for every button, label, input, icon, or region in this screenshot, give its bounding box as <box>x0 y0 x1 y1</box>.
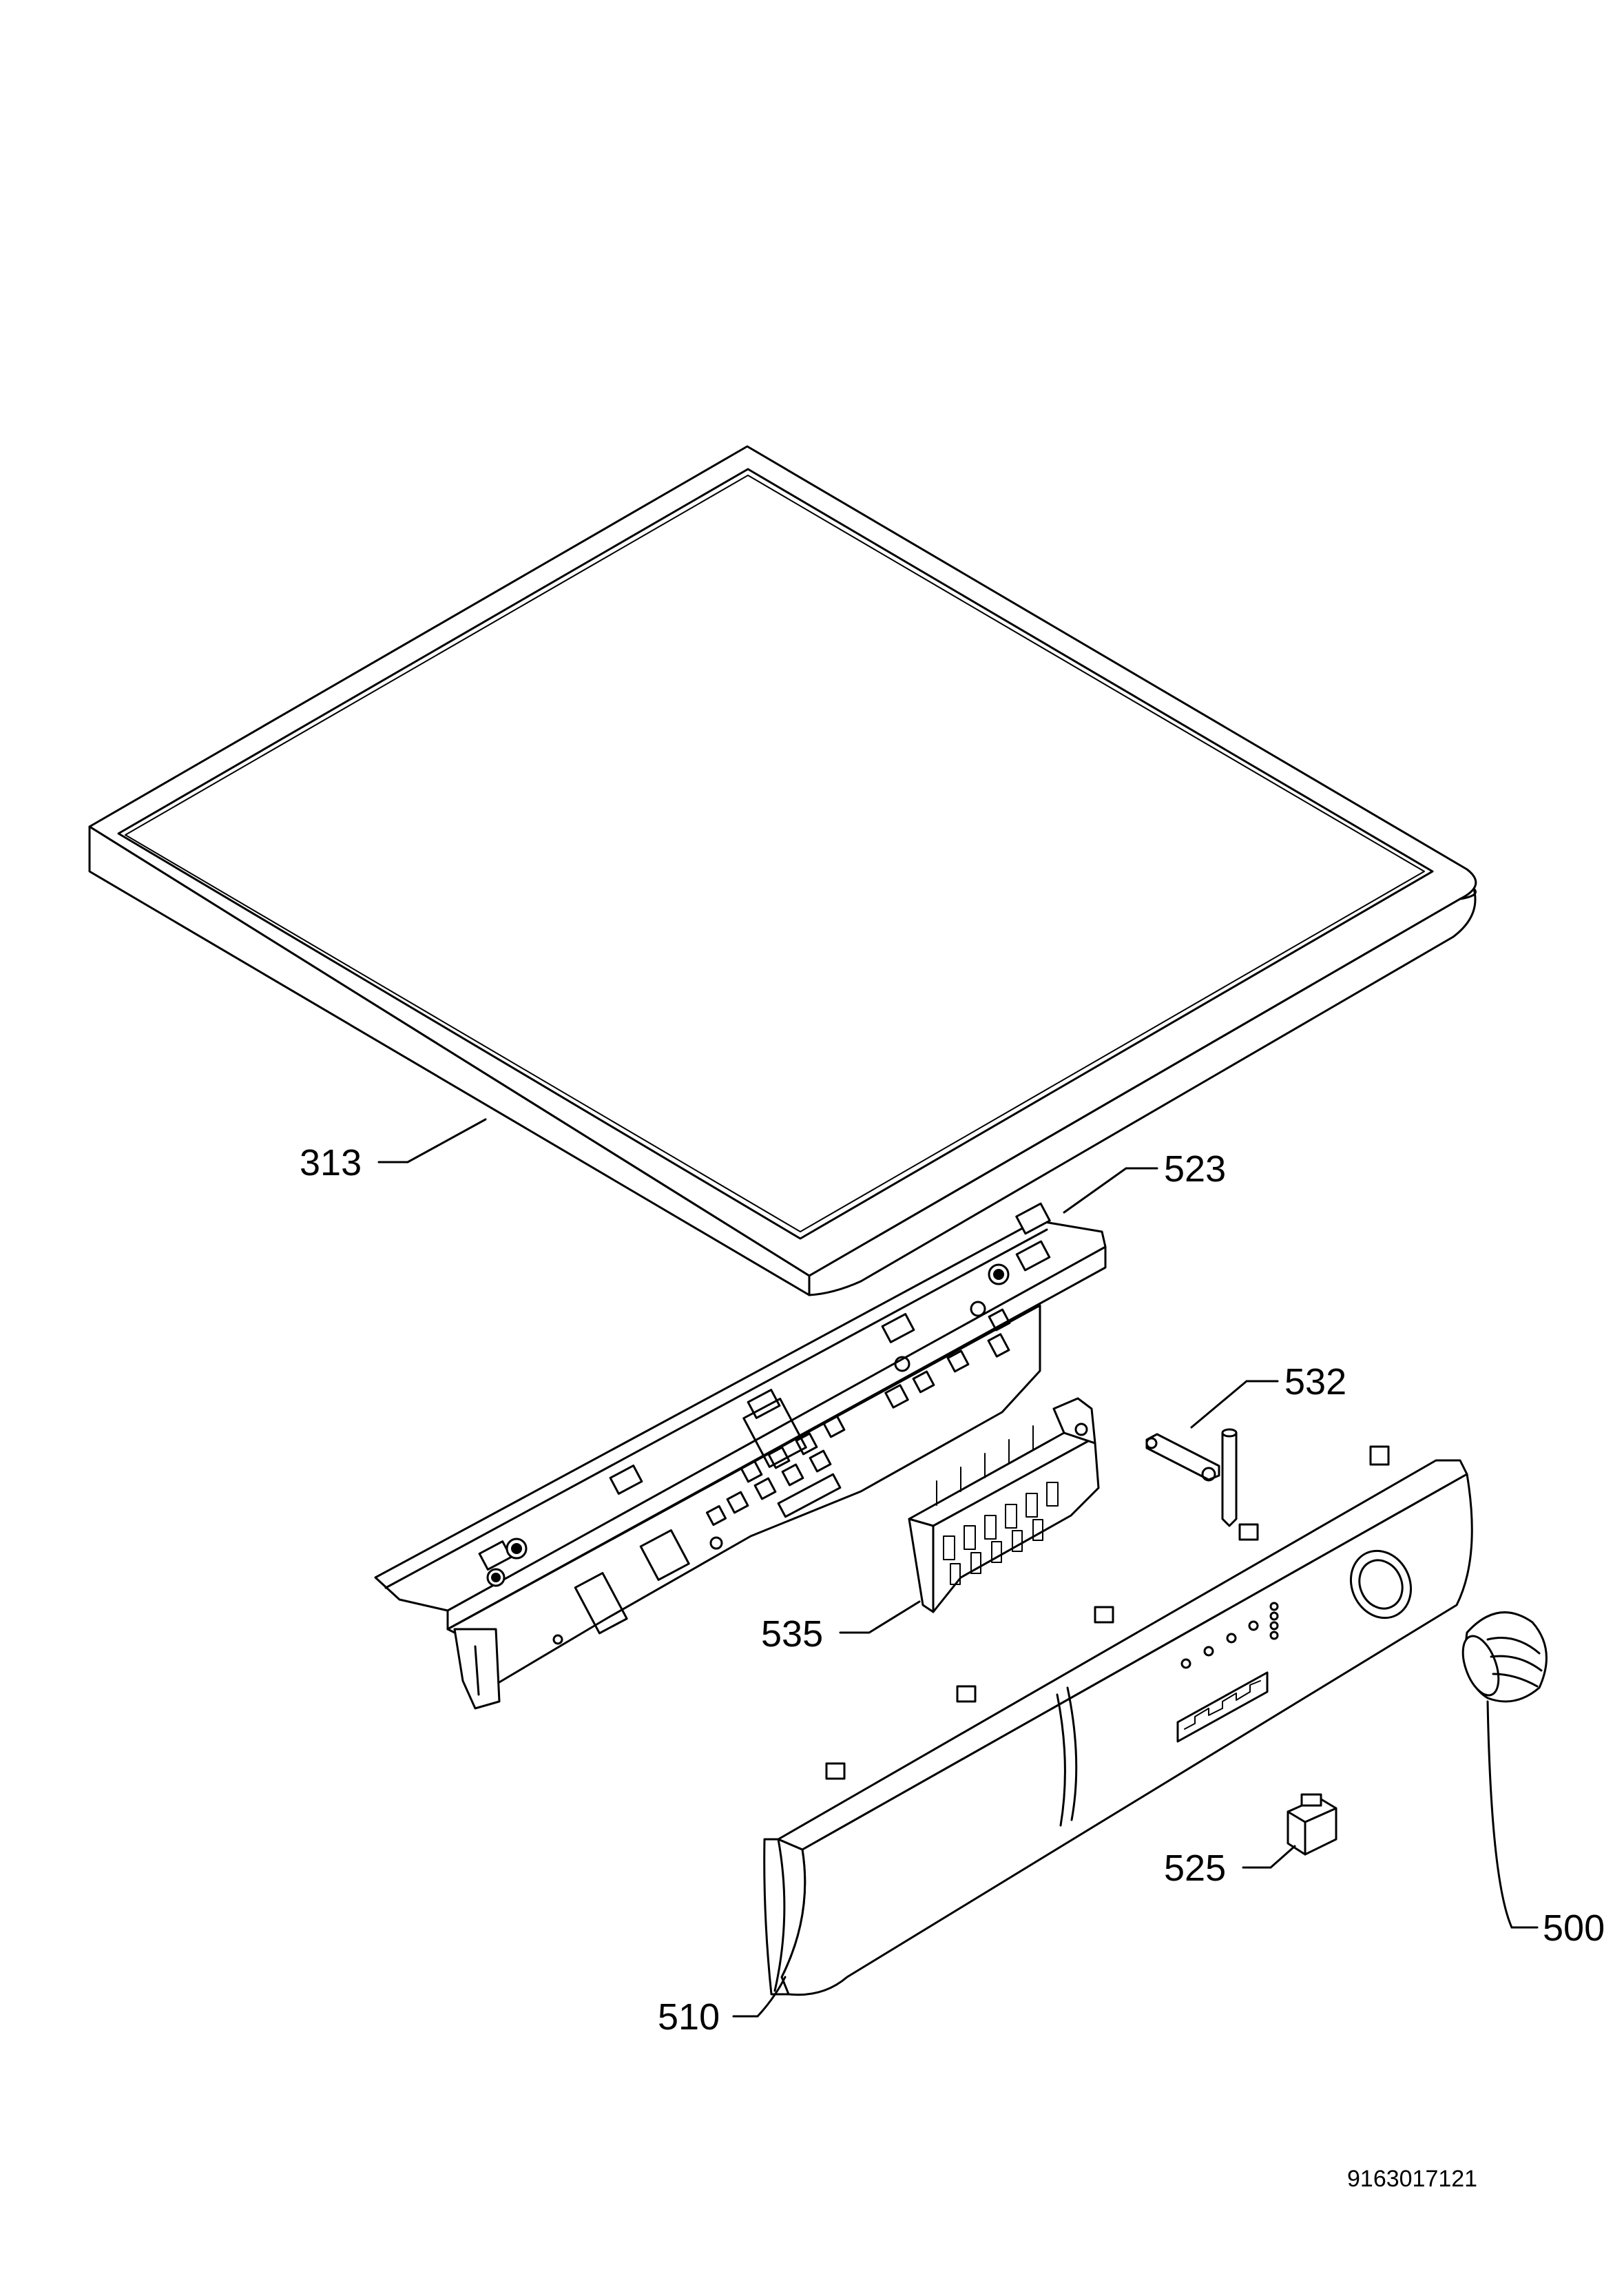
control-bracket-523 <box>374 1202 1107 1710</box>
leader-523 <box>1063 1167 1158 1214</box>
leader-535 <box>839 1600 921 1634</box>
label-532: 532 <box>1284 1361 1346 1403</box>
document-number: 9163017121 <box>1347 2166 1477 2192</box>
leader-510 <box>732 1976 787 2018</box>
label-313: 313 <box>300 1142 362 1183</box>
leader-532 <box>1190 1380 1279 1429</box>
pcb-module-535 <box>908 1397 1100 1613</box>
leader-lines <box>377 1118 1539 2018</box>
label-510: 510 <box>658 1996 720 2038</box>
part-labels: 313 523 532 535 500 525 510 <box>300 1142 1605 2038</box>
leader-500 <box>1486 1700 1539 1929</box>
label-535: 535 <box>761 1613 823 1655</box>
label-500: 500 <box>1543 1907 1605 1949</box>
light-rod-532 <box>1145 1428 1238 1527</box>
control-panel-510 <box>763 1445 1473 1996</box>
label-523: 523 <box>1164 1148 1226 1190</box>
leader-525 <box>1242 1845 1296 1869</box>
knob-500 <box>1461 1611 1548 1703</box>
push-button-525 <box>1287 1793 1337 1856</box>
label-525: 525 <box>1164 1848 1226 1889</box>
leader-313 <box>377 1118 487 1163</box>
top-cover-313 <box>88 445 1477 1296</box>
